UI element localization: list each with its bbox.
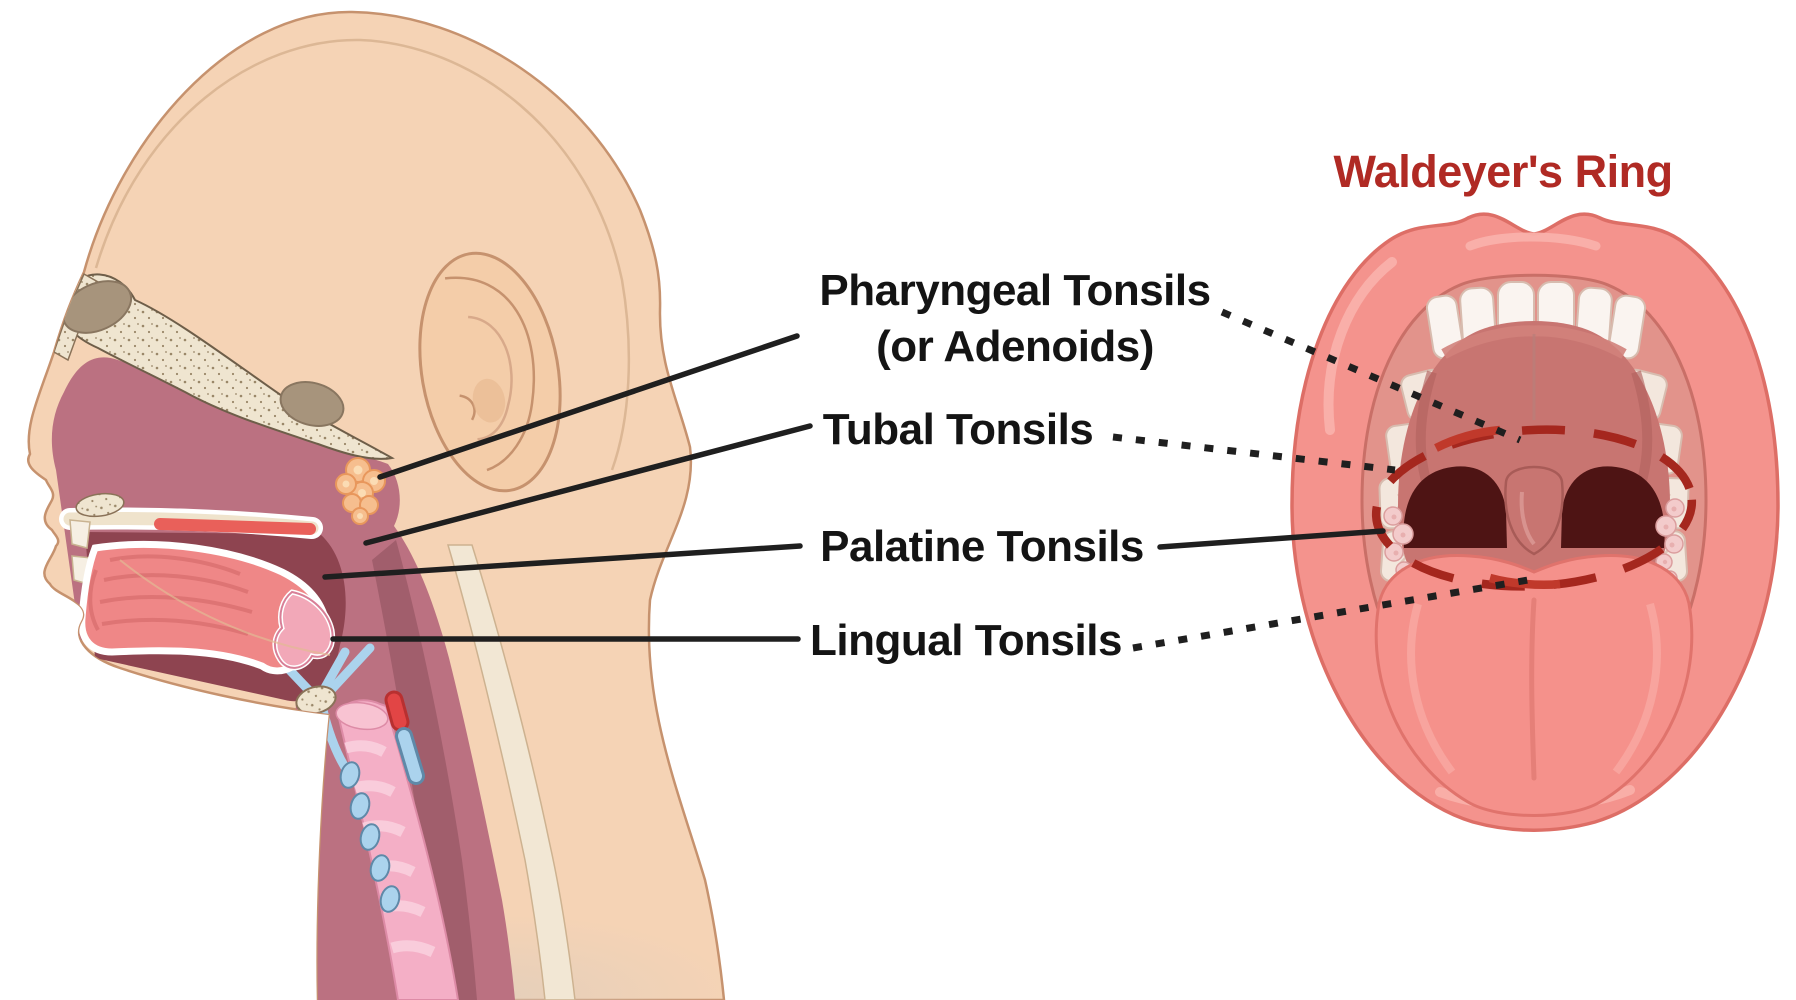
- uvula-highlight: [1519, 491, 1536, 546]
- prevertebral-strip: [446, 544, 576, 1000]
- hyoid-bone: [295, 685, 337, 715]
- blood-vessel: [384, 690, 425, 785]
- palate-and-fauces: [1383, 321, 1685, 620]
- leader-lines: [322, 308, 1529, 652]
- title-waldeyers-ring: Waldeyer's Ring: [1333, 146, 1673, 197]
- tubal-leader-line: [363, 423, 813, 546]
- label-pharyngeal-line1: Pharyngeal Tonsils: [819, 266, 1211, 315]
- tongue-front: [1374, 553, 1694, 817]
- label-pharyngeal-line2: (or Adenoids): [876, 322, 1154, 371]
- soft-palate: [154, 518, 316, 535]
- palatine-leader-line-right: [1157, 528, 1386, 550]
- label-palatine-tonsils: Palatine Tonsils: [820, 522, 1144, 571]
- palatine-leader-line-left: [322, 543, 803, 580]
- pharyngeal-leader-line: [377, 333, 800, 480]
- waldeyer-ring-dashed-outline: [1371, 425, 1697, 591]
- uvula: [1504, 465, 1564, 556]
- lip-highlight-left: [1323, 257, 1397, 435]
- label-pharyngeal-tonsils: Pharyngeal Tonsils (or Adenoids): [819, 263, 1211, 375]
- jaw-crease: [119, 559, 331, 656]
- ear: [418, 251, 562, 493]
- hyoid-larynx-cartilage: [277, 643, 401, 913]
- label-tubal-tonsils: Tubal Tonsils: [822, 405, 1094, 454]
- pharyngeal-dotted-line: [1220, 308, 1522, 444]
- oropharynx-dark-right: [1561, 466, 1665, 548]
- epiglottis-outline: [274, 590, 334, 669]
- oropharynx-dark-left: [1403, 466, 1507, 548]
- lip-highlight-top: [1465, 232, 1601, 251]
- sphenoid-sinus: [279, 381, 345, 427]
- label-lingual-tonsils: Lingual Tonsils: [810, 616, 1122, 665]
- upper-incisor: [69, 519, 91, 549]
- maxilla-bone: [75, 492, 125, 518]
- esophagus: [372, 540, 477, 1000]
- cranium-inner-line: [94, 38, 631, 471]
- frontal-sinus: [61, 280, 133, 334]
- palate-sagittal: [59, 507, 323, 539]
- open-mouth-illustration: [1290, 212, 1780, 832]
- tubal-dotted-line: [1112, 433, 1396, 474]
- sagittal-head-illustration: [27, 10, 726, 1000]
